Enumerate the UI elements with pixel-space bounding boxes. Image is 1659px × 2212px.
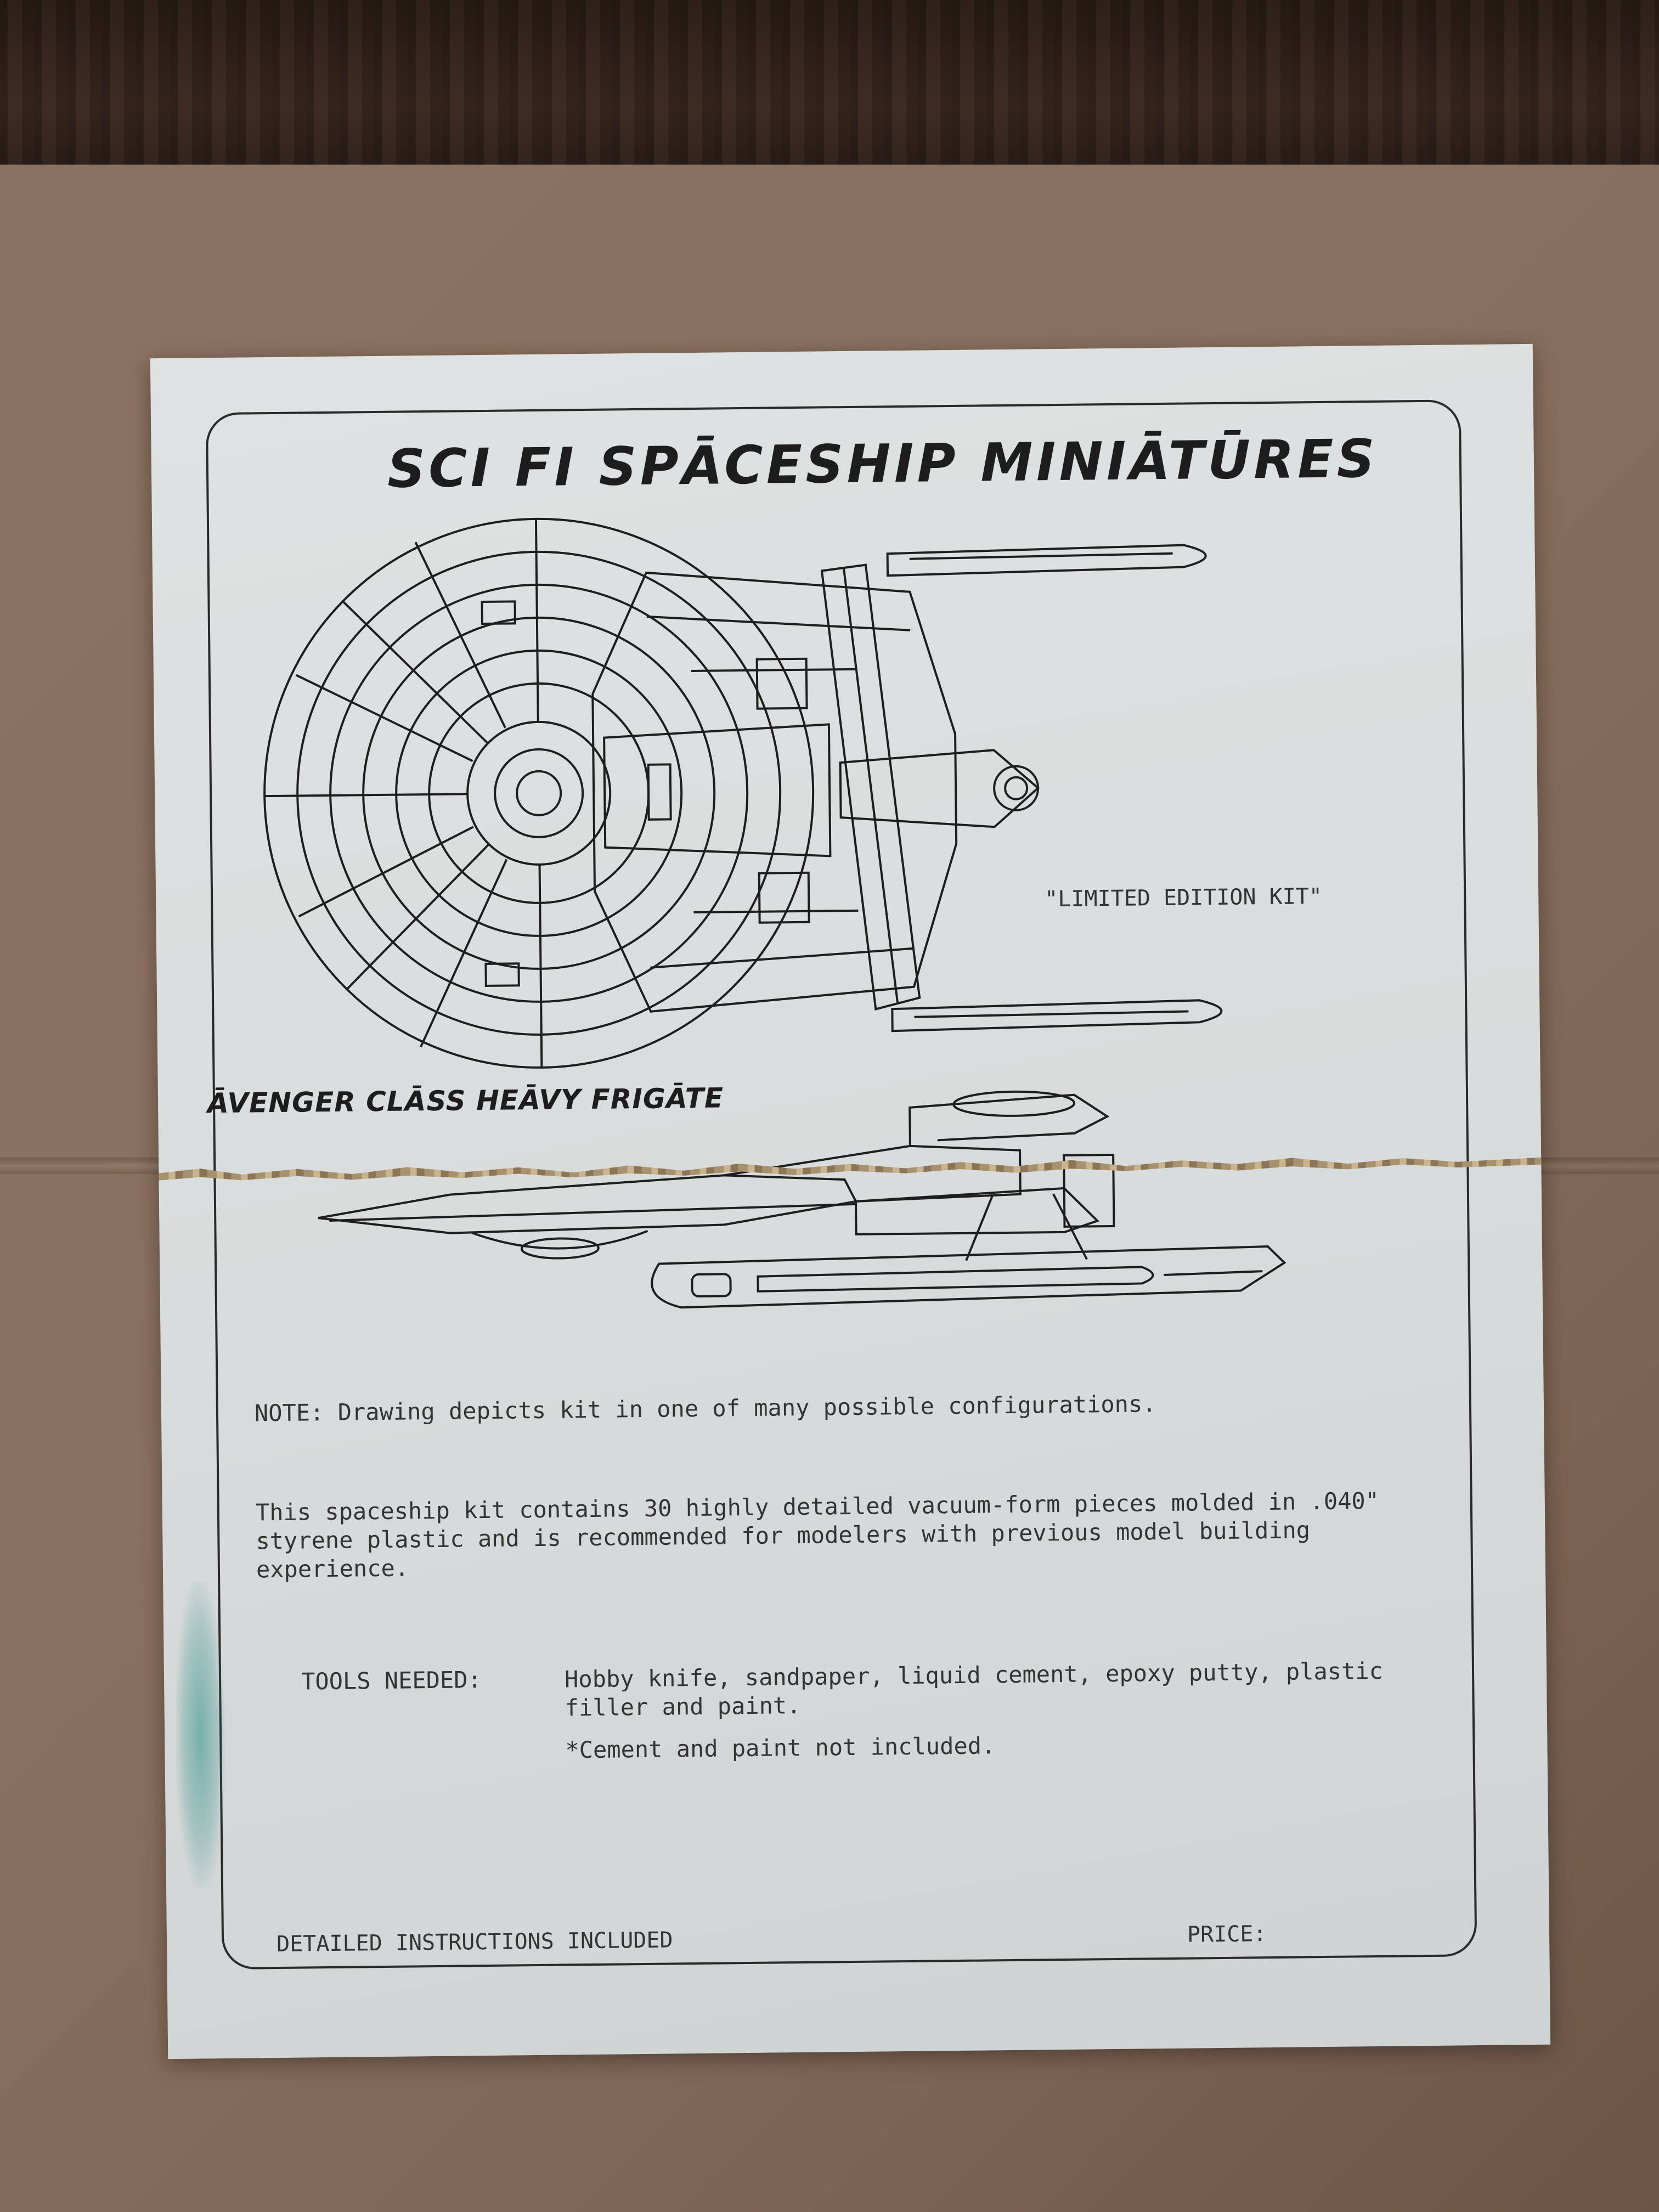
ship-top-view-drawing — [263, 517, 1223, 1069]
kit-label-sheet: SCI FI SPĀCESHIP MINIĀTŪRES — [150, 343, 1551, 2059]
instructions-included-label: DETAILED INSTRUCTIONS INCLUDED — [276, 1927, 673, 1957]
price-label: PRICE: — [1187, 1921, 1267, 1948]
limited-edition-label: "LIMITED EDITION KIT" — [1045, 883, 1323, 912]
tools-needed-label: TOOLS NEEDED: — [301, 1666, 482, 1695]
green-stain — [174, 1581, 227, 1889]
ship-side-view-drawing — [318, 1090, 1286, 1309]
tools-needed-list: Hobby knife, sandpaper, liquid cement, e… — [564, 1657, 1384, 1722]
sheet-title: SCI FI SPĀCESHIP MINIĀTŪRES — [387, 427, 1379, 500]
kit-description: This spaceship kit contains 30 highly de… — [255, 1487, 1380, 1583]
wood-table-background — [0, 0, 1659, 176]
cement-paint-note: *Cement and paint not included. — [565, 1732, 996, 1764]
